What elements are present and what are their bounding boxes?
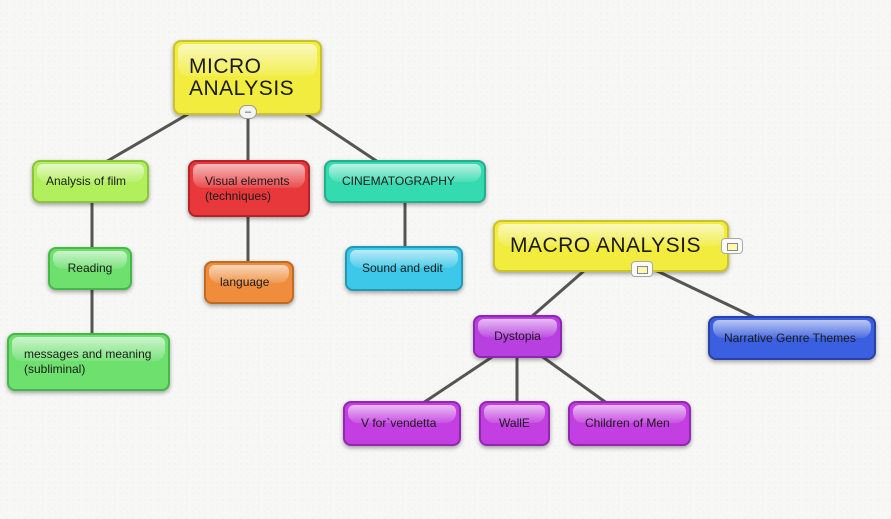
link-macro-dystopia xyxy=(528,268,587,320)
node-macro-analysis[interactable]: MACRO ANALYSIS xyxy=(493,220,729,272)
note-icon[interactable] xyxy=(721,238,743,254)
link-dystopia-v-for-vendetta xyxy=(418,353,497,407)
node-reading[interactable]: Reading xyxy=(48,247,132,290)
node-cinematography-label: CINEMATOGRAPHY xyxy=(342,174,455,188)
node-walle-label: WallE xyxy=(499,416,530,430)
node-narrative-genre-themes-label: Narrative Genre Themes xyxy=(724,330,856,345)
node-micro-analysis[interactable]: MICRO ANALYSIS xyxy=(173,40,322,115)
collapse-toggle-micro[interactable]: – xyxy=(239,105,257,119)
node-macro-analysis-label: MACRO ANALYSIS xyxy=(510,234,701,257)
node-messages-and-meaning-label: messages and meaning (subliminal) xyxy=(24,347,152,376)
node-cinematography[interactable]: CINEMATOGRAPHY xyxy=(324,160,486,203)
node-v-for-vendetta-label: V for`vendetta xyxy=(361,416,437,430)
link-micro-cinematography xyxy=(298,108,380,164)
node-sound-and-edit-label: Sound and edit xyxy=(362,261,443,275)
node-v-for-vendetta[interactable]: V for`vendetta xyxy=(343,401,461,446)
node-visual-elements[interactable]: Visual elements (techniques) xyxy=(188,160,310,217)
note-icon[interactable] xyxy=(631,261,653,277)
node-walle[interactable]: WallE xyxy=(479,401,550,446)
node-children-of-men[interactable]: Children of Men xyxy=(568,401,691,446)
node-reading-label: Reading xyxy=(67,261,113,275)
node-analysis-of-film-label: Analysis of film xyxy=(46,174,127,188)
link-dystopia-children-of-men xyxy=(538,353,610,406)
node-sound-and-edit[interactable]: Sound and edit xyxy=(345,246,463,291)
node-dystopia-label: Dystopia xyxy=(494,329,541,343)
node-language[interactable]: language xyxy=(204,261,294,304)
node-visual-elements-label: Visual elements (techniques) xyxy=(205,173,290,203)
node-dystopia[interactable]: Dystopia xyxy=(473,315,562,358)
node-analysis-of-film[interactable]: Analysis of film xyxy=(32,160,149,203)
node-micro-analysis-label: MICRO ANALYSIS xyxy=(189,54,295,100)
link-macro-narrative xyxy=(653,268,762,322)
collapse-symbol: – xyxy=(244,106,252,118)
node-language-label: language xyxy=(220,275,270,289)
node-narrative-genre-themes[interactable]: Narrative Genre Themes xyxy=(708,316,876,360)
node-messages-and-meaning[interactable]: messages and meaning (subliminal) xyxy=(7,333,170,391)
node-children-of-men-label: Children of Men xyxy=(585,416,670,430)
